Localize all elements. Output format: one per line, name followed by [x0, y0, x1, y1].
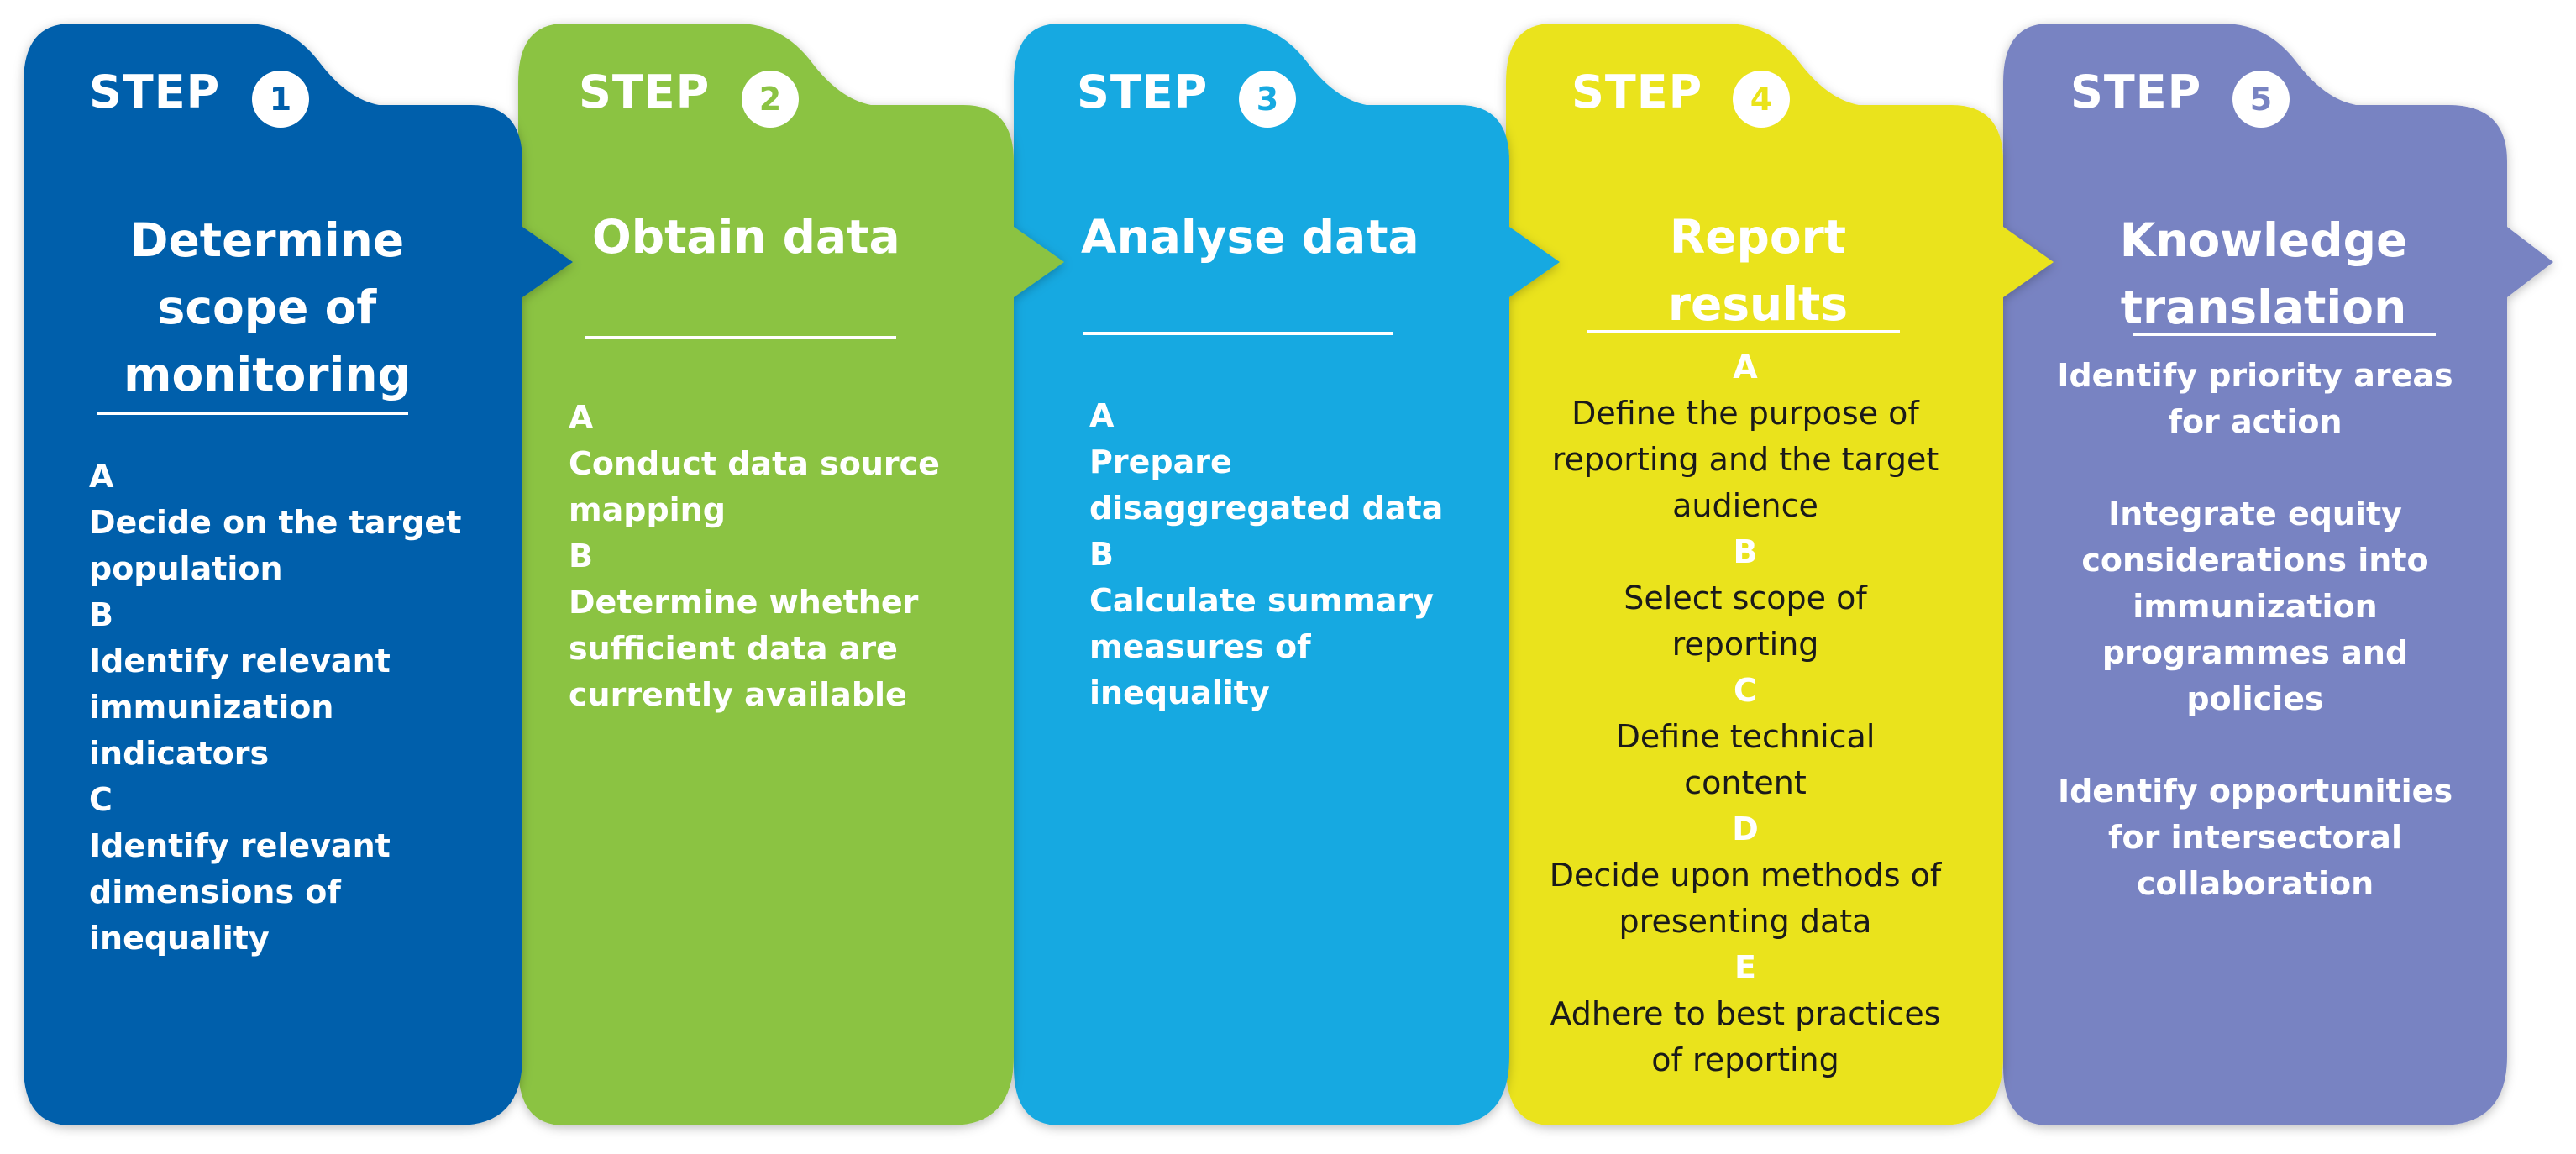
- step-5-title: Knowledge translation: [2028, 207, 2499, 341]
- item-text: Determine whether: [569, 584, 919, 621]
- item-text: population: [89, 550, 283, 587]
- action-text: immunization: [2133, 588, 2378, 625]
- title-line: translation: [2120, 281, 2407, 334]
- action-text: Integrate equity: [2108, 496, 2402, 532]
- item-text: reporting and the target: [1551, 441, 1939, 478]
- item-letter: B: [1089, 536, 1114, 573]
- step-5-actions: Identify priority areas for action Integ…: [2003, 353, 2507, 907]
- step-3-title: Analyse data: [1081, 203, 1419, 270]
- item-text: Calculate summary: [1089, 582, 1434, 619]
- item-text: dimensions of: [89, 873, 341, 910]
- step-2-title: Obtain data: [592, 203, 900, 270]
- item-letter: B: [1733, 533, 1758, 570]
- step-1-label: STEP: [89, 66, 221, 118]
- item-text: Identify relevant: [89, 643, 391, 679]
- item-text: indicators: [89, 735, 270, 772]
- item-letter: A: [569, 399, 594, 436]
- step-4-items: A Define the purpose of reporting and th…: [1506, 344, 1985, 1083]
- item-text: Select scope of: [1624, 580, 1867, 616]
- title-line: Knowledge: [2119, 213, 2408, 267]
- item-text: disaggregated data: [1089, 490, 1444, 527]
- step-3-card: STEP 3 Analyse data A Prepare disaggrega…: [1014, 0, 1518, 1154]
- step-4-title: Report results: [1506, 203, 1943, 338]
- step-4-shape: [1506, 24, 2054, 1125]
- step-2-card: STEP 2 Obtain data A Conduct data source…: [518, 0, 1022, 1154]
- item-text: sufficient data are: [569, 630, 898, 667]
- step-1-number-badge: 1: [252, 71, 309, 128]
- action-text: programmes and: [2101, 634, 2409, 671]
- item-text: Adhere to best practices: [1550, 995, 1941, 1032]
- step-2-label: STEP: [579, 66, 711, 118]
- item-letter: D: [1732, 810, 1759, 847]
- item-text: audience: [1672, 487, 1818, 524]
- title-line: scope of: [157, 281, 377, 334]
- item-text: measures of: [1089, 628, 1311, 665]
- step-5-shape: [2003, 24, 2553, 1125]
- step-1-shape: [24, 24, 573, 1125]
- action-text: collaboration: [2136, 865, 2374, 902]
- step-3-items: A Prepare disaggregated data B Calculate…: [1089, 393, 1443, 716]
- step-3-shape: [1014, 24, 1560, 1125]
- step-2-number-badge: 2: [742, 71, 799, 128]
- title-line: Obtain data: [592, 210, 900, 264]
- title-line: monitoring: [123, 348, 411, 401]
- step-2-title-rule: [585, 336, 896, 339]
- item-text: content: [1684, 764, 1807, 801]
- step-4-card: STEP 4 Report results A Define the purpo…: [1506, 0, 2010, 1154]
- item-text: mapping: [569, 491, 726, 528]
- item-text: Conduct data source: [569, 445, 940, 482]
- item-letter: B: [569, 538, 593, 574]
- item-text: Identify relevant: [89, 827, 391, 864]
- step-2-items: A Conduct data source mapping B Determin…: [569, 395, 940, 718]
- item-letter: C: [89, 781, 113, 818]
- step-5-title-rule: [2133, 333, 2436, 336]
- item-text: currently available: [569, 676, 907, 713]
- item-text: Decide upon methods of: [1549, 857, 1942, 894]
- item-text: Define the purpose of: [1571, 395, 1919, 432]
- item-letter: B: [89, 596, 113, 633]
- action-text: for intersectoral: [2108, 819, 2402, 856]
- step-3-number-badge: 3: [1239, 71, 1296, 128]
- step-2-shape: [518, 24, 1064, 1125]
- item-letter: C: [1734, 672, 1757, 709]
- step-1-title: Determine scope of monitoring: [40, 207, 494, 408]
- step-5-card: STEP 5 Knowledge translation Identify pr…: [2003, 0, 2507, 1154]
- item-letter: E: [1734, 949, 1756, 986]
- item-text: inequality: [1089, 674, 1270, 711]
- action-text: Identify opportunities: [2057, 773, 2453, 810]
- step-1-card: STEP 1 Determine scope of monitoring A D…: [24, 0, 527, 1154]
- step-1-title-rule: [97, 412, 408, 415]
- action-text: Identify priority areas: [2057, 357, 2453, 394]
- spacer: [2003, 445, 2507, 491]
- item-text: Prepare: [1089, 443, 1232, 480]
- title-line: Determine: [129, 213, 405, 267]
- item-text: presenting data: [1619, 903, 1872, 940]
- step-4-title-rule: [1587, 330, 1900, 333]
- item-letter: A: [1733, 349, 1758, 386]
- step-5-number-badge: 5: [2232, 71, 2290, 128]
- item-letter: A: [89, 458, 114, 495]
- item-text: Decide on the target: [89, 504, 462, 541]
- step-5-label: STEP: [2070, 66, 2202, 118]
- item-text: reporting: [1671, 626, 1819, 663]
- step-4-number-badge: 4: [1733, 71, 1790, 128]
- action-text: considerations into: [2081, 542, 2429, 579]
- item-text: immunization: [89, 689, 334, 726]
- item-letter: A: [1089, 397, 1115, 434]
- title-line: Analyse data: [1081, 210, 1419, 264]
- action-text: policies: [2186, 680, 2324, 717]
- item-text: of reporting: [1651, 1041, 1839, 1078]
- item-text: Define technical: [1615, 718, 1876, 755]
- step-3-title-rule: [1083, 332, 1393, 335]
- title-line: Report results: [1667, 210, 1849, 331]
- action-text: for action: [2168, 403, 2343, 440]
- step-1-items: A Decide on the target population B Iden…: [89, 454, 461, 962]
- step-4-label: STEP: [1571, 66, 1703, 118]
- item-text: inequality: [89, 920, 270, 957]
- step-3-label: STEP: [1077, 66, 1209, 118]
- spacer: [2003, 722, 2507, 768]
